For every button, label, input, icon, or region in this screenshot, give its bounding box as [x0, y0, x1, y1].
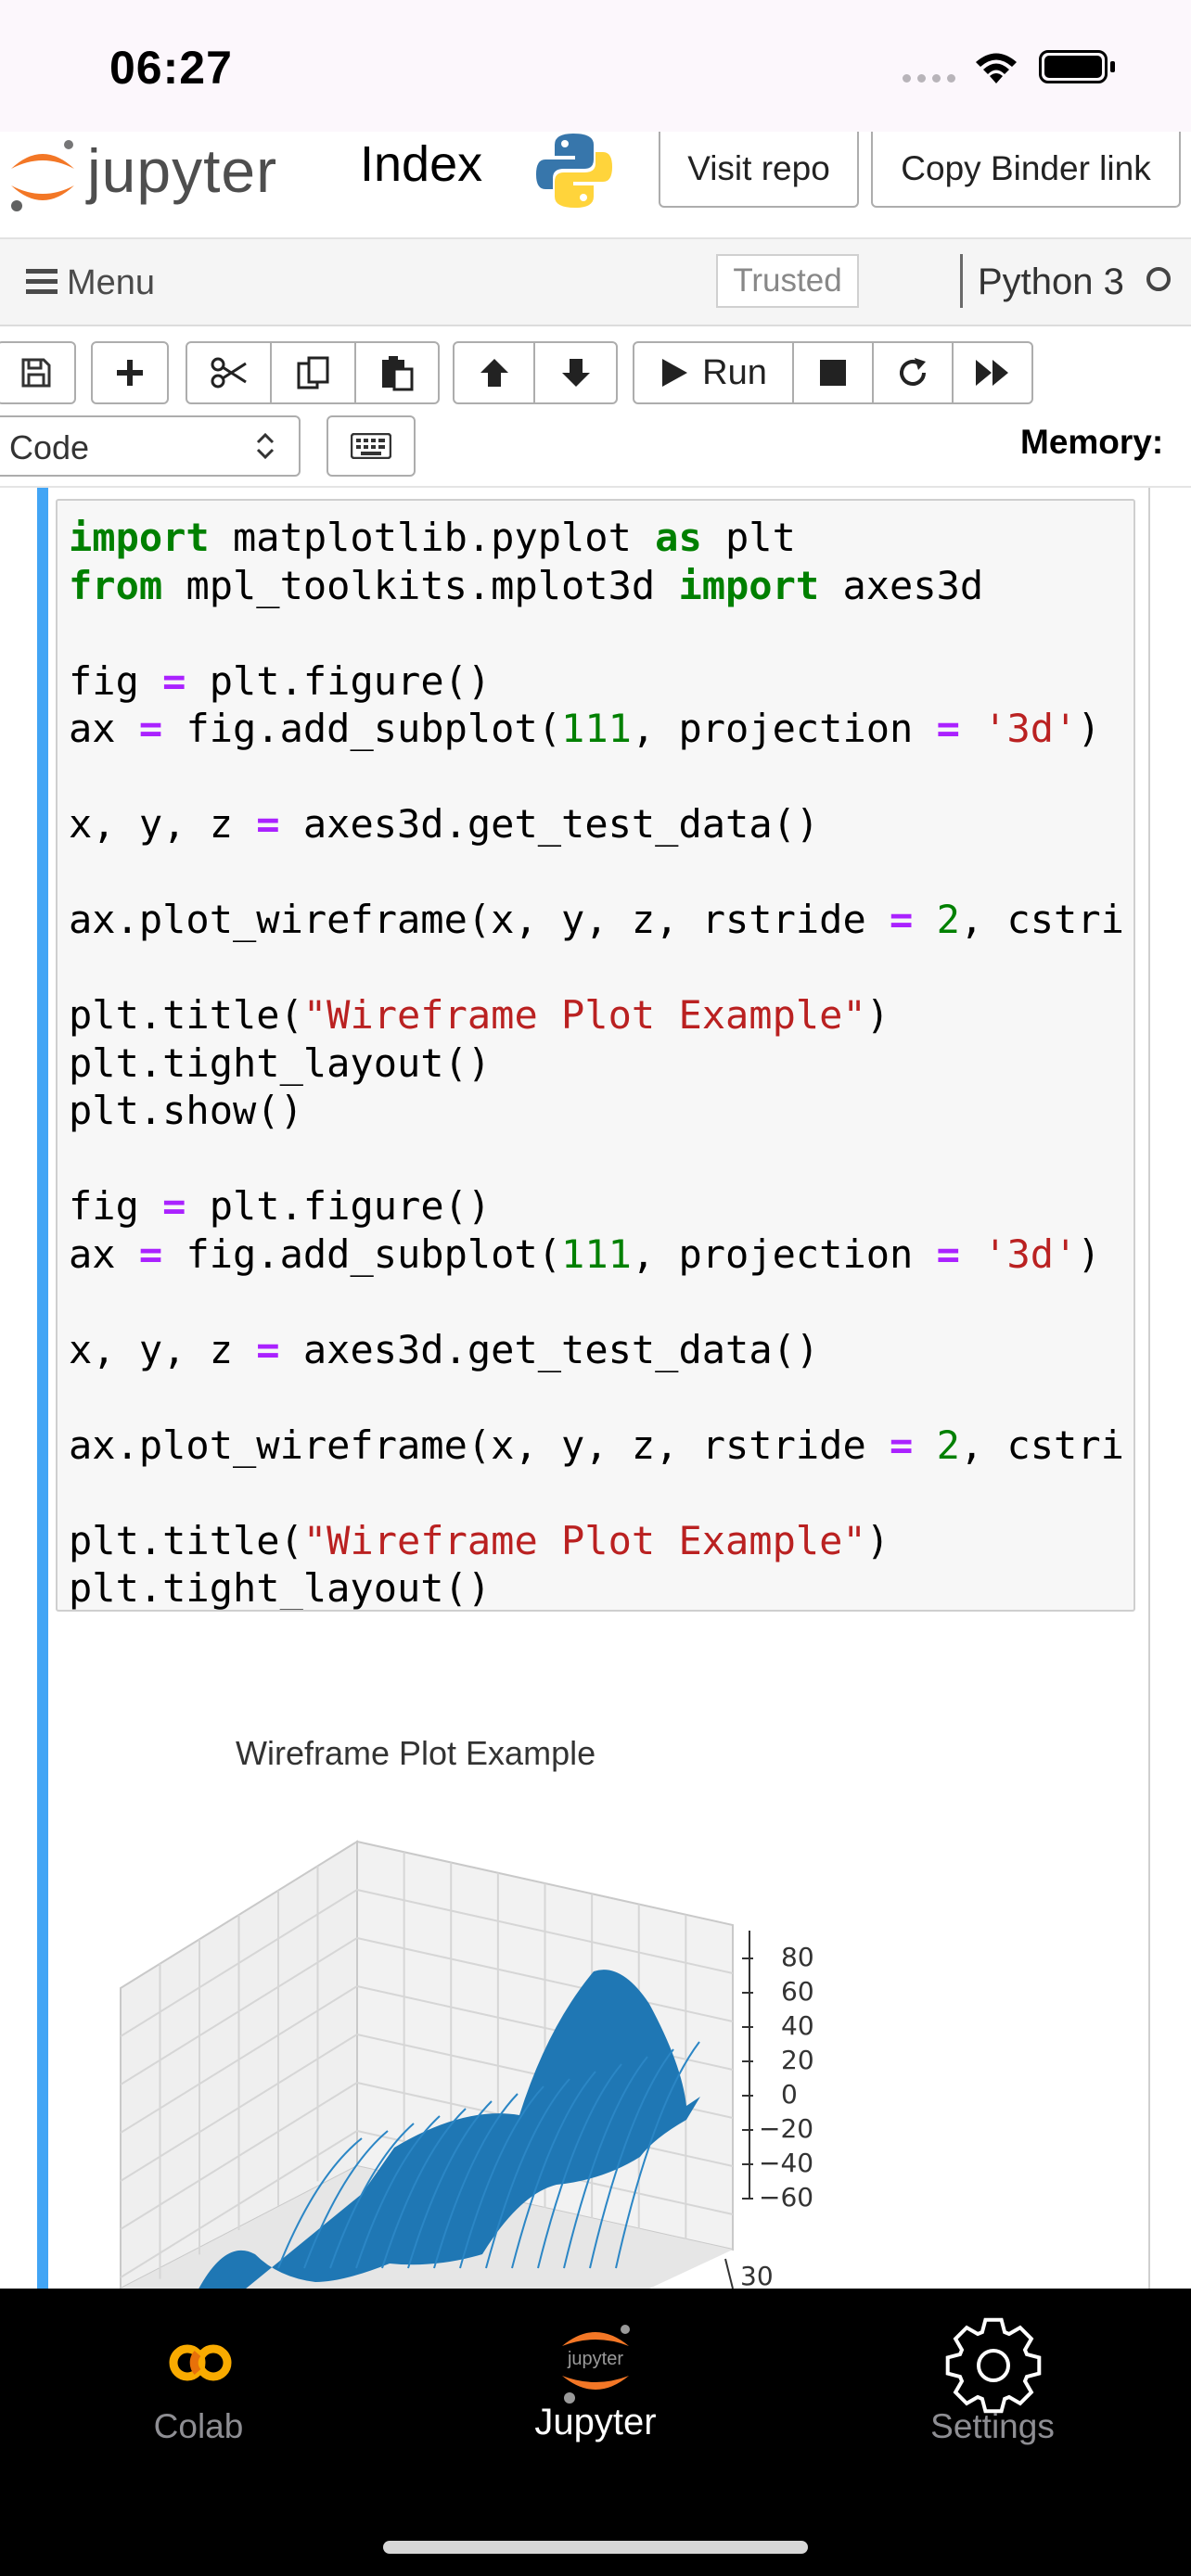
tab-settings-label: Settings	[930, 2407, 1055, 2445]
run-button-group: Run	[633, 341, 1033, 404]
run-label: Run	[702, 352, 767, 392]
wireframe-plot	[120, 1840, 753, 2289]
tab-colab-label: Colab	[153, 2407, 244, 2445]
notebook-body[interactable]: import matplotlib.pyplot as plt from mpl…	[0, 488, 1191, 2289]
y-axis-tick: 30	[740, 2261, 774, 2289]
copy-icon	[297, 356, 328, 389]
wifi-icon	[976, 53, 1017, 83]
paste-icon	[382, 356, 414, 391]
menu-label: Menu	[67, 263, 156, 302]
tab-settings[interactable]: Settings	[853, 2307, 1132, 2455]
plus-icon	[117, 360, 143, 386]
notebook-header: jupyter Index Visit repo Copy Binder lin…	[0, 132, 1191, 239]
kernel-status-icon	[1146, 267, 1171, 291]
copy-cell-button[interactable]	[272, 343, 356, 402]
cut-button[interactable]	[187, 343, 272, 402]
menu-bar: Menu Trusted Python 3	[0, 239, 1191, 326]
bottom-tab-bar: Colab jupyter Jupyter Settings	[0, 2289, 1191, 2576]
run-button[interactable]: Run	[634, 343, 794, 402]
insert-cell-button[interactable]	[91, 341, 169, 404]
keyboard-icon	[351, 433, 391, 459]
jupyter-icon-text: jupyter	[567, 2349, 624, 2369]
memory-label: Memory:	[1020, 423, 1164, 461]
home-indicator	[383, 2541, 808, 2554]
cell-type-value: Code	[9, 428, 90, 466]
z-axis-tick: 80	[781, 1942, 814, 1972]
z-axis-tick: 60	[781, 1976, 814, 2007]
menu-button[interactable]	[24, 258, 173, 306]
battery-tip	[1110, 61, 1115, 72]
arrow-down-icon	[561, 359, 590, 387]
z-axis-tick: 20	[781, 2045, 814, 2075]
cell-border-right	[1148, 488, 1150, 2289]
kernel-separator	[960, 254, 963, 308]
status-time: 06:27	[109, 42, 233, 94]
restart-button[interactable]	[874, 343, 954, 402]
selected-cell-indicator	[37, 488, 48, 2289]
scissors-icon	[211, 357, 247, 389]
z-axis-tick: −60	[759, 2182, 814, 2213]
visit-repo-label: Visit repo	[687, 149, 830, 187]
notebook-title[interactable]: Index	[360, 136, 483, 192]
jupyter-logo-icon[interactable]	[6, 132, 80, 215]
jupyter-icon: jupyter	[553, 2318, 638, 2404]
save-button[interactable]	[0, 341, 76, 404]
select-chevron-icon	[256, 432, 275, 460]
kernel-name[interactable]: Python 3	[978, 261, 1124, 302]
move-button-group	[453, 341, 618, 404]
python-logo-icon	[536, 134, 612, 208]
hamburger-icon	[26, 269, 58, 294]
interrupt-button[interactable]	[794, 343, 874, 402]
plot-title: Wireframe Plot Example	[236, 1734, 596, 1772]
code-cell-input[interactable]: import matplotlib.pyplot as plt from mpl…	[56, 499, 1135, 1612]
move-up-button[interactable]	[455, 343, 536, 402]
play-icon	[662, 359, 688, 387]
cell-type-select[interactable]: Code	[0, 415, 301, 477]
copy-binder-link-button[interactable]: Copy Binder link	[871, 132, 1181, 208]
gear-icon	[945, 2317, 1042, 2414]
trusted-badge[interactable]: Trusted	[716, 254, 859, 308]
trusted-label: Trusted	[733, 262, 842, 299]
tab-jupyter[interactable]: jupyter Jupyter	[456, 2307, 735, 2455]
fast-forward-icon	[976, 360, 1008, 386]
toolbar: Run Code Memory:	[0, 326, 1191, 488]
jupyter-logo-text: jupyter	[87, 136, 278, 205]
edit-button-group	[186, 341, 440, 404]
restart-icon	[900, 358, 926, 386]
tab-colab[interactable]: Colab	[59, 2307, 338, 2455]
paste-cell-button[interactable]	[356, 343, 438, 402]
colab-icon	[169, 2344, 232, 2381]
visit-repo-button[interactable]: Visit repo	[659, 132, 859, 208]
z-axis-tick: −40	[759, 2148, 814, 2178]
keyboard-shortcuts-button[interactable]	[327, 415, 416, 477]
z-axis-tick: 40	[781, 2010, 814, 2041]
run-all-button[interactable]	[954, 343, 1031, 402]
z-axis-tick: −20	[759, 2113, 814, 2144]
battery-icon	[1039, 50, 1108, 83]
copy-binder-link-label: Copy Binder link	[901, 149, 1151, 187]
save-icon	[21, 358, 51, 388]
tab-jupyter-label: Jupyter	[534, 2402, 657, 2442]
arrow-up-icon	[480, 359, 508, 387]
z-axis-tick: 0	[781, 2079, 798, 2110]
status-bar: 06:27	[0, 0, 1191, 132]
move-down-button[interactable]	[535, 343, 616, 402]
code-editor[interactable]: import matplotlib.pyplot as plt from mpl…	[69, 515, 1124, 1611]
stop-icon	[820, 360, 846, 386]
wireframe-surface	[198, 1970, 700, 2289]
